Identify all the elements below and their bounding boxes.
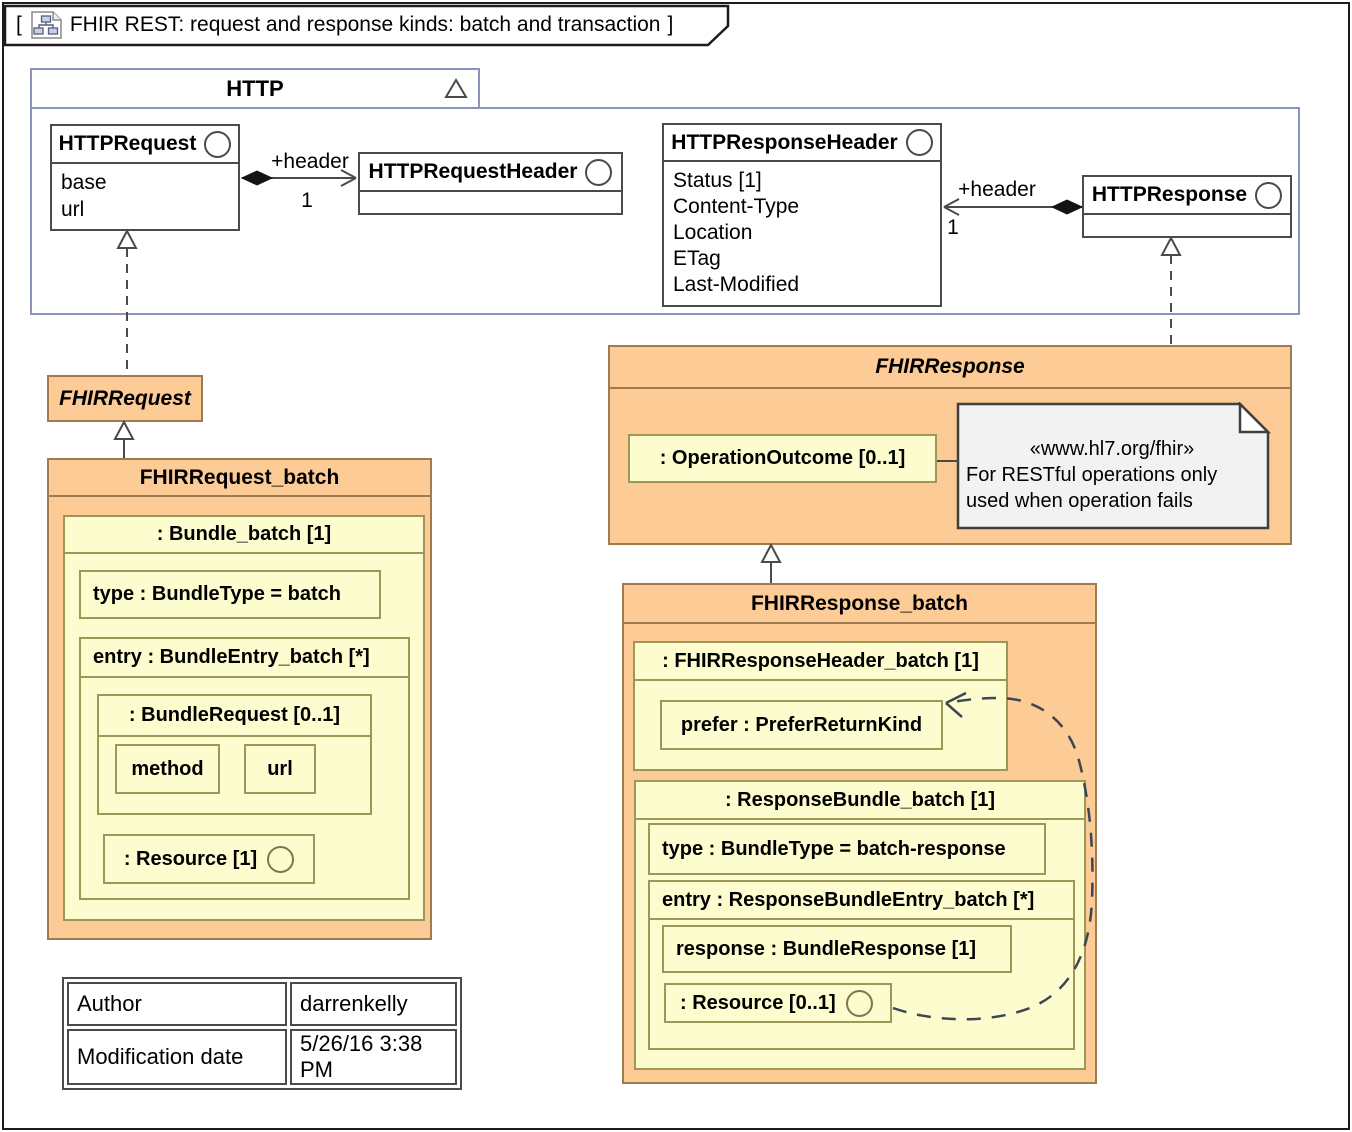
attr-last-modified: Last-Modified: [673, 273, 800, 296]
part-responsebundle-type[interactable]: type : BundleType = batch-response: [648, 823, 1046, 875]
title-bracket-open: [: [16, 13, 22, 36]
class-fhirrequest-batch-name: FHIRRequest_batch: [49, 460, 430, 497]
part-bundle-type-label: type : BundleType = batch: [93, 583, 341, 605]
part-responsebundle-batch-name: : ResponseBundle_batch [1]: [724, 788, 996, 811]
part-resource-1[interactable]: : Resource [1]: [103, 834, 315, 884]
interface-circle-icon: [267, 845, 295, 873]
diagram-info-table: Author darrenkelly Modification date 5/2…: [62, 977, 462, 1090]
class-httprequest-attrs: base url: [52, 164, 238, 223]
part-bundle-batch-name: : Bundle_batch [1]: [156, 523, 332, 545]
attr-etag: ETag: [673, 247, 721, 270]
part-method[interactable]: method: [115, 744, 220, 794]
note-line-1: For RESTful operations only: [966, 464, 1218, 486]
attr-content-type: Content-Type: [673, 195, 800, 218]
part-responsebundle-entry-name: entry : ResponseBundleEntry_batch [*]: [662, 888, 1035, 911]
class-fhirrequest-name: FHIRRequest: [59, 386, 191, 410]
package-http-tab[interactable]: HTTP: [30, 68, 480, 109]
class-httpresponse-empty-compartment: [1084, 215, 1290, 236]
diagram-kind-icon: [31, 11, 62, 39]
class-fhirresponse-name: FHIRResponse: [610, 347, 1290, 389]
part-prefer[interactable]: prefer : PreferReturnKind: [660, 700, 943, 750]
part-bundle-entry-name: entry : BundleEntry_batch [*]: [93, 646, 370, 668]
part-bundle-request[interactable]: : BundleRequest [0..1]: [97, 694, 372, 815]
part-operation-outcome[interactable]: : OperationOutcome [0..1]: [628, 434, 937, 483]
part-operation-outcome-label: : OperationOutcome [0..1]: [659, 447, 906, 469]
part-method-label: method: [131, 757, 204, 780]
part-bundle-response[interactable]: response : BundleResponse [1]: [662, 925, 1012, 973]
interface-circle-icon: [585, 158, 613, 186]
attr-location: Location: [673, 221, 753, 244]
info-moddate-value: 5/26/16 3:38 PM: [290, 1029, 457, 1085]
part-url-label: url: [267, 757, 293, 780]
note-comment: «www.hl7.org/fhir» For RESTful operation…: [962, 436, 1262, 514]
class-httprequestheader[interactable]: HTTPRequestHeader: [358, 152, 623, 215]
class-httpresponseheader[interactable]: HTTPResponseHeader Status [1] Content-Ty…: [662, 123, 942, 307]
info-author-value: darrenkelly: [290, 982, 457, 1026]
info-author-label: Author: [67, 982, 287, 1026]
diagram-title-text: FHIR REST: request and response kinds: b…: [69, 13, 661, 36]
class-httpresponse-title: HTTPResponse: [1084, 177, 1290, 215]
part-bundle-type[interactable]: type : BundleType = batch: [79, 570, 381, 619]
interface-circle-icon: [905, 129, 933, 156]
class-httprequest-title: HTTPRequest: [52, 126, 238, 164]
class-httpresponseheader-name: HTTPResponseHeader: [671, 130, 898, 154]
part-prefer-label: prefer : PreferReturnKind: [680, 713, 923, 736]
note-line-2: used when operation fails: [966, 490, 1193, 512]
attr-url: url: [61, 198, 85, 221]
interface-circle-icon: [204, 130, 232, 158]
part-fhirresponseheader-batch-name: : FHIRResponseHeader_batch [1]: [662, 649, 979, 672]
part-url[interactable]: url: [244, 744, 316, 794]
table-row: Modification date 5/26/16 3:38 PM: [67, 1029, 457, 1085]
part-responsebundle-type-label: type : BundleType = batch-response: [662, 837, 1006, 860]
part-resource-1-label: : Resource [1]: [123, 847, 258, 870]
diagram-title: [ FHIR REST: request and response kinds:…: [16, 9, 716, 41]
class-httpresponse-name: HTTPResponse: [1091, 183, 1248, 206]
class-httprequestheader-name: HTTPRequestHeader: [368, 160, 578, 183]
class-httpresponse[interactable]: HTTPResponse: [1082, 175, 1292, 238]
class-fhirresponse-batch-name: FHIRResponse_batch: [624, 585, 1095, 624]
class-httpresponseheader-title: HTTPResponseHeader: [664, 125, 940, 162]
attr-status: Status [1]: [673, 169, 762, 192]
part-resource-0-1-label: : Resource [0..1]: [680, 991, 836, 1014]
interface-circle-icon: [845, 989, 873, 1017]
class-httprequest[interactable]: HTTPRequest base url: [50, 124, 240, 231]
note-stereotype: «www.hl7.org/fhir»: [1029, 438, 1195, 460]
class-httprequestheader-empty-compartment: [360, 192, 621, 213]
part-resource-0-1[interactable]: : Resource [0..1]: [664, 983, 892, 1023]
attr-base: base: [61, 171, 107, 194]
interface-circle-icon: [1255, 181, 1283, 209]
package-http-name: HTTP: [226, 75, 284, 101]
table-row: Author darrenkelly: [67, 982, 457, 1026]
title-bracket-close: ]: [667, 13, 674, 36]
class-fhirrequest[interactable]: FHIRRequest: [47, 375, 203, 422]
part-bundle-response-label: response : BundleResponse [1]: [676, 937, 977, 960]
part-bundle-request-name: : BundleRequest [0..1]: [128, 704, 341, 726]
class-httprequestheader-title: HTTPRequestHeader: [360, 154, 621, 192]
class-httpresponseheader-attrs: Status [1] Content-Type Location ETag La…: [664, 162, 940, 298]
class-httprequest-name: HTTPRequest: [58, 132, 197, 155]
info-moddate-label: Modification date: [67, 1029, 287, 1085]
